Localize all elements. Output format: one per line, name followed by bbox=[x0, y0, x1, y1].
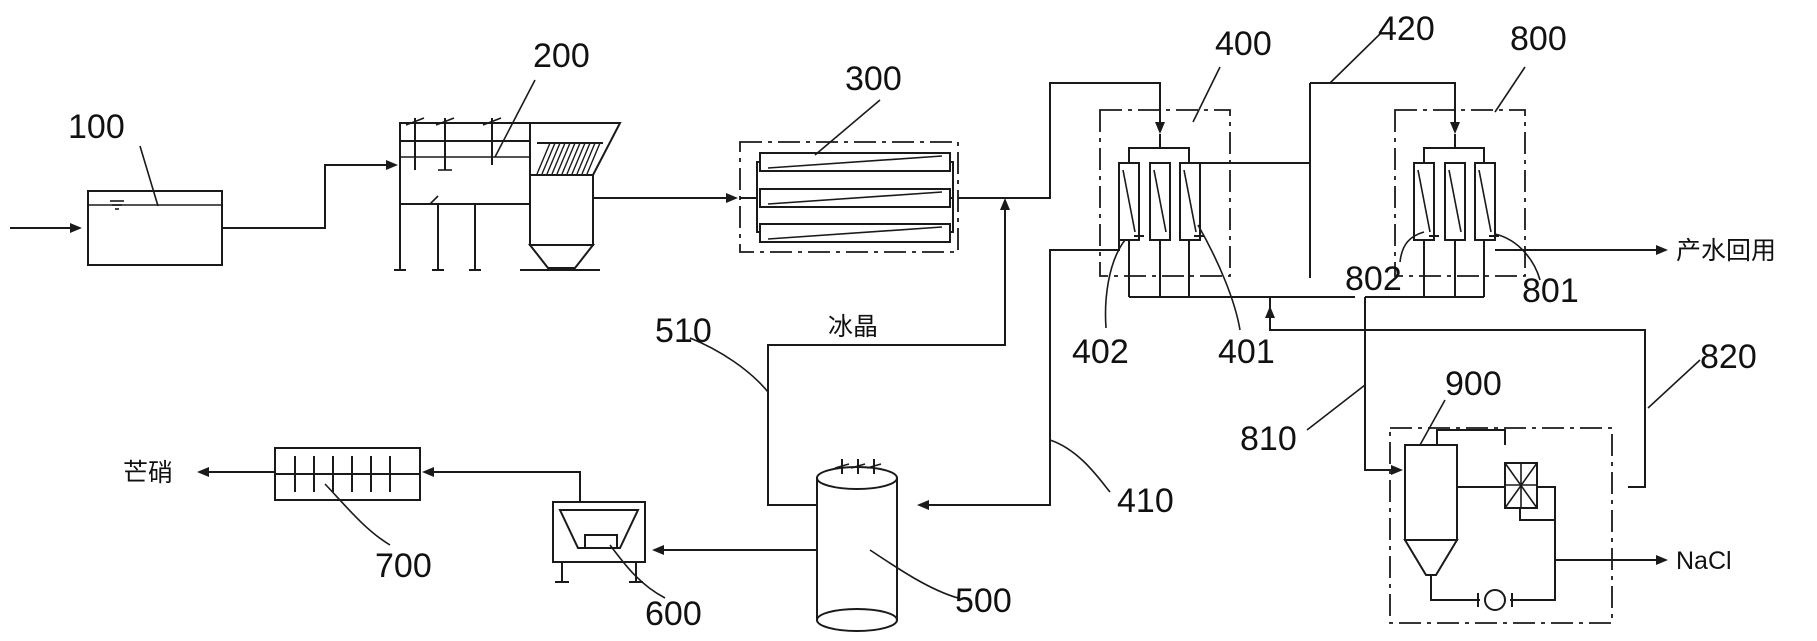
line-420 bbox=[1200, 82, 1460, 278]
label-500: 500 bbox=[955, 582, 1012, 620]
leader-802 bbox=[1399, 231, 1425, 263]
leader-820 bbox=[1647, 359, 1701, 409]
stream-nacl: NaCl bbox=[1676, 547, 1732, 575]
label-820: 820 bbox=[1700, 338, 1757, 376]
leader-200 bbox=[494, 79, 536, 158]
leader-400 bbox=[1192, 66, 1221, 123]
line-510 bbox=[767, 198, 1010, 506]
stream-water-reuse: 产水回用 bbox=[1676, 236, 1776, 265]
line-500-to-600 bbox=[652, 545, 817, 555]
leader-100 bbox=[139, 145, 159, 207]
label-802: 802 bbox=[1345, 260, 1402, 298]
leader-300 bbox=[814, 99, 881, 156]
label-800: 800 bbox=[1510, 20, 1567, 58]
stream-ice-crystal: 冰晶 bbox=[828, 312, 878, 341]
label-420: 420 bbox=[1378, 10, 1435, 48]
leader-420 bbox=[1329, 33, 1381, 84]
label-402: 402 bbox=[1072, 333, 1129, 371]
label-600: 600 bbox=[645, 595, 702, 633]
label-400: 400 bbox=[1215, 25, 1272, 63]
leader-900 bbox=[1419, 399, 1446, 446]
label-900: 900 bbox=[1445, 365, 1502, 403]
line-600-to-700 bbox=[422, 467, 581, 502]
label-510: 510 bbox=[655, 312, 712, 350]
leader-410 bbox=[1049, 439, 1111, 493]
line-100-to-200 bbox=[222, 160, 398, 229]
leader-500 bbox=[869, 549, 959, 599]
label-200: 200 bbox=[533, 37, 590, 75]
equipment-400-filter-bank bbox=[1099, 109, 1355, 298]
equipment-300-exchanger bbox=[739, 141, 959, 253]
equipment-500-crystallizer bbox=[816, 459, 898, 632]
line-410 bbox=[917, 240, 1120, 510]
line-300-to-400 bbox=[958, 82, 1165, 199]
leader-800 bbox=[1494, 66, 1526, 113]
leader-700 bbox=[324, 483, 391, 546]
label-700: 700 bbox=[375, 547, 432, 585]
label-801: 801 bbox=[1522, 272, 1579, 310]
label-410: 410 bbox=[1117, 482, 1174, 520]
equipment-900-evaporator bbox=[1389, 427, 1613, 624]
label-401: 401 bbox=[1218, 333, 1275, 371]
leader-401 bbox=[1197, 224, 1241, 331]
line-810-to-900 bbox=[1364, 297, 1403, 475]
line-mirabilite-outlet bbox=[197, 467, 275, 477]
line-820-to-900 bbox=[1265, 297, 1646, 488]
line-200-to-300 bbox=[593, 193, 738, 203]
leader-810 bbox=[1306, 384, 1366, 431]
leader-402 bbox=[1104, 239, 1126, 329]
leader-600 bbox=[609, 544, 666, 599]
label-810: 810 bbox=[1240, 420, 1297, 458]
equipment-700-dryer bbox=[274, 447, 421, 501]
equipment-600-centrifuge bbox=[552, 501, 646, 583]
stream-mirabilite: 芒硝 bbox=[123, 458, 173, 487]
equipment-100-tank bbox=[87, 190, 223, 266]
label-100: 100 bbox=[68, 108, 125, 146]
feed-inlet-line bbox=[10, 223, 82, 233]
line-nacl-outlet bbox=[1555, 555, 1668, 565]
equipment-800-filter-bank bbox=[1365, 109, 1526, 298]
equipment-200-reactor bbox=[394, 117, 622, 271]
line-water-reuse bbox=[1495, 245, 1668, 255]
leader-510 bbox=[689, 337, 769, 393]
leader-801 bbox=[1494, 233, 1541, 281]
label-300: 300 bbox=[845, 60, 902, 98]
